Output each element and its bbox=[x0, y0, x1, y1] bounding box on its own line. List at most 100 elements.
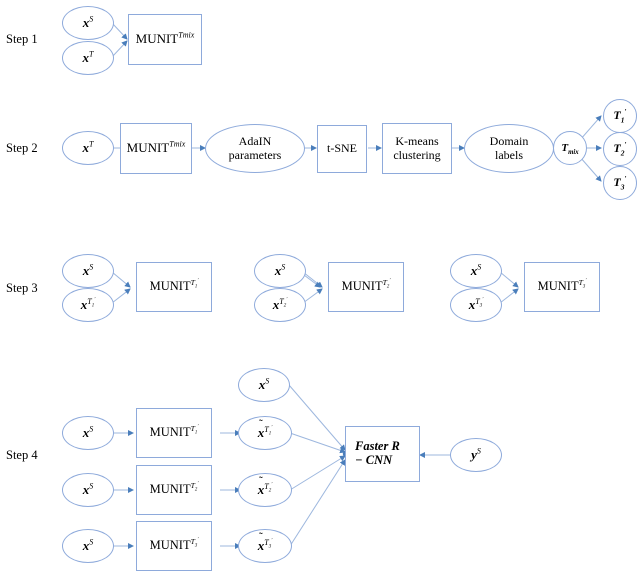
step2-node-kmeans-clustering[interactable]: K-means clustering bbox=[382, 123, 452, 174]
math-T: T bbox=[613, 108, 621, 123]
munit-label: MUNIT bbox=[126, 140, 170, 156]
math-prime: ′ bbox=[271, 481, 273, 487]
step3-g3-node-munit-t3-prime[interactable]: MUNITT3′ bbox=[524, 262, 600, 312]
kmeans-line-1: K-means bbox=[395, 134, 439, 149]
munit-label: MUNIT bbox=[149, 538, 191, 553]
math-sub-2: 2 bbox=[194, 487, 198, 493]
math-prime: ′ bbox=[197, 278, 199, 284]
step4-node-munit-t2-prime[interactable]: MUNITT2′ bbox=[136, 465, 212, 515]
math-x: x bbox=[257, 424, 265, 440]
math-sup-Tmix: Tmix bbox=[169, 140, 186, 150]
domain-line-2: labels bbox=[495, 147, 523, 162]
step4-node-xtilde-t1-prime[interactable]: ˜xT1′ bbox=[238, 416, 292, 450]
math-sup-S: S bbox=[281, 262, 286, 272]
math-x: x bbox=[82, 481, 90, 497]
math-sub-2: 2 bbox=[283, 303, 287, 309]
step2-node-domain-labels[interactable]: Domain labels bbox=[464, 124, 554, 173]
math-prime: ′ bbox=[197, 537, 199, 543]
math-sup-S: S bbox=[89, 262, 94, 272]
math-tilde: ˜ bbox=[258, 416, 264, 431]
math-prime: ′ bbox=[271, 537, 273, 543]
math-prime: ′ bbox=[624, 107, 627, 117]
math-prime: ′ bbox=[286, 296, 288, 302]
step4-node-xtilde-t3-prime[interactable]: ˜xT3′ bbox=[238, 529, 292, 563]
math-x: x bbox=[82, 14, 90, 30]
step3-g2-node-xs[interactable]: xS bbox=[254, 254, 306, 288]
munit-label: MUNIT bbox=[149, 425, 191, 440]
kmeans-line-2: clustering bbox=[393, 147, 441, 162]
math-tilde: ˜ bbox=[258, 529, 264, 544]
math-sup-T: T bbox=[89, 49, 94, 59]
math-prime: ′ bbox=[271, 424, 273, 430]
math-sup-Tmix: Tmix bbox=[178, 31, 195, 41]
math-sub-2: 2 bbox=[386, 284, 390, 290]
math-prime: ′ bbox=[624, 140, 627, 150]
math-tilde: ˜ bbox=[258, 473, 264, 488]
math-x: x bbox=[82, 424, 90, 440]
math-x: x bbox=[468, 296, 476, 312]
step1-node-xt[interactable]: xT bbox=[62, 41, 114, 75]
math-x: x bbox=[82, 139, 90, 155]
math-T: T bbox=[190, 277, 195, 287]
step3-g2-node-munit-t2-prime[interactable]: MUNITT2′ bbox=[328, 262, 404, 312]
math-prime: ′ bbox=[389, 278, 391, 284]
step3-g3-node-xt3-prime[interactable]: xT3′ bbox=[450, 288, 502, 322]
step2-node-t2-prime[interactable]: T2′ bbox=[603, 132, 637, 166]
math-sup-S: S bbox=[89, 14, 94, 24]
math-prime: ′ bbox=[197, 481, 199, 487]
math-sub-3: 3 bbox=[268, 544, 272, 550]
math-T: T bbox=[382, 277, 387, 287]
step4-node-faster-rcnn[interactable]: Faster R − CNN bbox=[345, 426, 420, 482]
step2-node-munit-tmix[interactable]: MUNITTmix bbox=[120, 123, 192, 174]
step4-node-munit-t3-prime[interactable]: MUNITT3′ bbox=[136, 521, 212, 571]
math-T: T bbox=[475, 296, 480, 306]
step2-node-adain-parameters[interactable]: AdaIN parameters bbox=[205, 124, 305, 173]
step2-node-tmix[interactable]: Tmix bbox=[553, 131, 587, 165]
step3-g1-node-xs[interactable]: xS bbox=[62, 254, 114, 288]
math-T: T bbox=[190, 536, 195, 546]
munit-label: MUNIT bbox=[149, 279, 191, 294]
math-sup-S: S bbox=[89, 537, 94, 547]
math-prime: ′ bbox=[94, 296, 96, 302]
step2-node-tsne[interactable]: t-SNE bbox=[317, 125, 367, 173]
step3-g2-node-xt2-prime[interactable]: xT2′ bbox=[254, 288, 306, 322]
step4-node-ys[interactable]: yS bbox=[450, 438, 502, 472]
faster-rcnn-line-2: − CNN bbox=[355, 453, 393, 467]
adain-line-2: parameters bbox=[228, 147, 282, 162]
tsne-label: t-SNE bbox=[327, 141, 357, 156]
step4-node-xs-top[interactable]: xS bbox=[238, 368, 290, 402]
step4-node-xtilde-t2-prime[interactable]: ˜xT2′ bbox=[238, 473, 292, 507]
math-prime: ′ bbox=[585, 278, 587, 284]
step2-node-t1-prime[interactable]: T1′ bbox=[603, 99, 637, 133]
step4-node-xs-row2[interactable]: xS bbox=[62, 473, 114, 507]
step3-g3-node-xs[interactable]: xS bbox=[450, 254, 502, 288]
math-sup-S: S bbox=[265, 376, 270, 386]
math-sup-S: S bbox=[89, 424, 94, 434]
step1-node-munit-tmix[interactable]: MUNITTmix bbox=[128, 14, 202, 65]
math-sub-2: 2 bbox=[620, 148, 625, 158]
math-sub-1: 1 bbox=[194, 430, 198, 436]
math-prime: ′ bbox=[482, 296, 484, 302]
math-sub-3: 3 bbox=[479, 303, 483, 309]
math-x: x bbox=[80, 296, 88, 312]
step1-node-xs[interactable]: xS bbox=[62, 6, 114, 40]
domain-line-1: Domain bbox=[489, 134, 529, 149]
math-T: T bbox=[561, 141, 569, 154]
math-x: x bbox=[257, 481, 265, 497]
math-y: y bbox=[471, 446, 477, 462]
step2-node-xt[interactable]: xT bbox=[62, 131, 114, 165]
math-T: T bbox=[87, 296, 92, 306]
math-x: x bbox=[258, 376, 266, 392]
math-sub-1: 1 bbox=[194, 284, 198, 290]
step3-g1-node-munit-t1-prime[interactable]: MUNITT1′ bbox=[136, 262, 212, 312]
adain-line-1: AdaIN bbox=[238, 134, 272, 149]
step2-node-t3-prime[interactable]: T3′ bbox=[603, 166, 637, 200]
step-label-3: Step 3 bbox=[6, 281, 38, 295]
step4-node-xs-row3[interactable]: xS bbox=[62, 529, 114, 563]
step3-g1-node-xt1-prime[interactable]: xT1′ bbox=[62, 288, 114, 322]
step4-node-munit-t1-prime[interactable]: MUNITT1′ bbox=[136, 408, 212, 458]
math-sub-mix: mix bbox=[568, 149, 579, 157]
math-x: x bbox=[257, 537, 265, 553]
step4-node-xs-row1[interactable]: xS bbox=[62, 416, 114, 450]
